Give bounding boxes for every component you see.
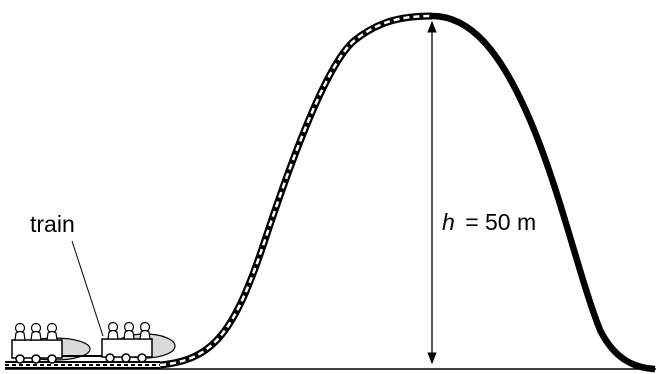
- train-car-front: [101, 321, 176, 363]
- train-leader-line: [71, 240, 104, 337]
- passengers-rear: [14, 322, 58, 341]
- train: [11, 321, 176, 364]
- height-label: h = 50 m: [442, 209, 536, 235]
- train-label: train: [30, 211, 75, 237]
- track-descent: [431, 12, 656, 373]
- track-ascent: [159, 12, 433, 369]
- passengers-front: [107, 321, 151, 340]
- height-symbol: h: [442, 209, 455, 235]
- train-car-rear: [11, 322, 91, 364]
- height-value: = 50 m: [465, 209, 536, 235]
- flat-track: [5, 361, 160, 369]
